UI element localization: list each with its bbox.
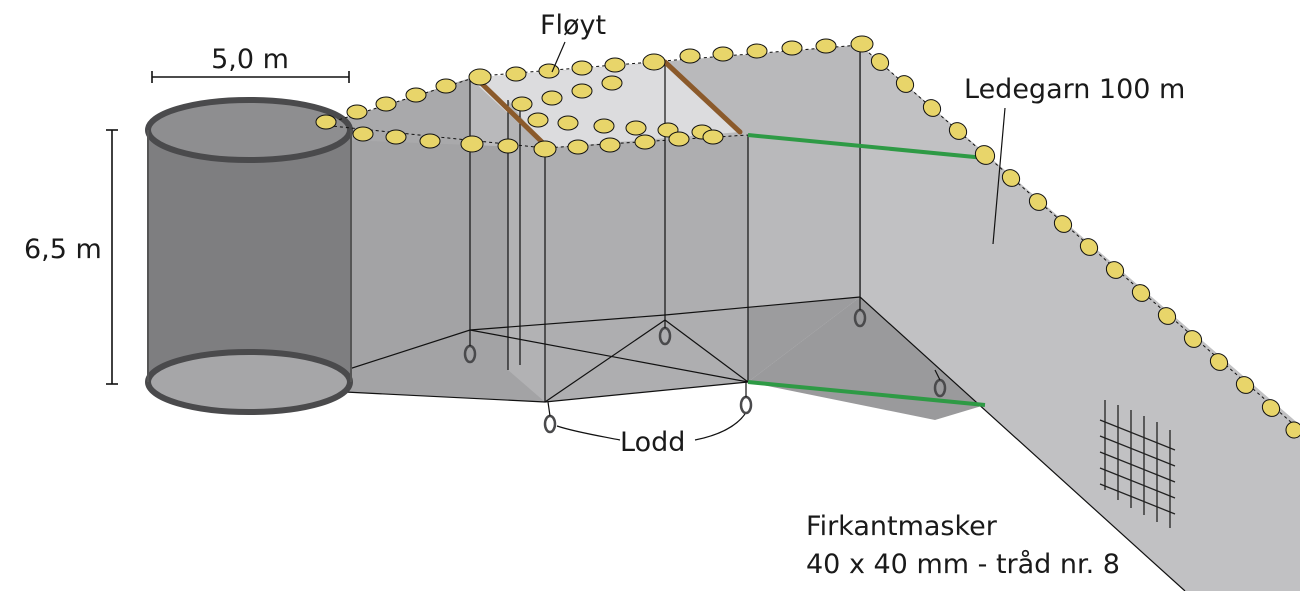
float-line [315,35,1300,439]
mesh-label-line2: 40 x 40 mm - tråd nr. 8 [806,549,1120,580]
mesh-label-line1: Firkantmasker [806,511,998,542]
width-label: 5,0 m [211,44,289,75]
leader-lines [551,41,1006,441]
brown-rope [475,59,743,145]
trap-body [314,45,861,403]
height-dimension [106,129,118,385]
width-dimension [151,71,350,83]
cylinder [145,97,353,415]
height-label: 6,5 m [24,234,102,265]
lead-net-label: Ledegarn 100 m [964,74,1185,105]
green-rope [747,133,986,407]
mesh-patch [1099,400,1176,528]
weights-label: Lodd [620,427,685,458]
float-label: Fløyt [540,10,606,41]
